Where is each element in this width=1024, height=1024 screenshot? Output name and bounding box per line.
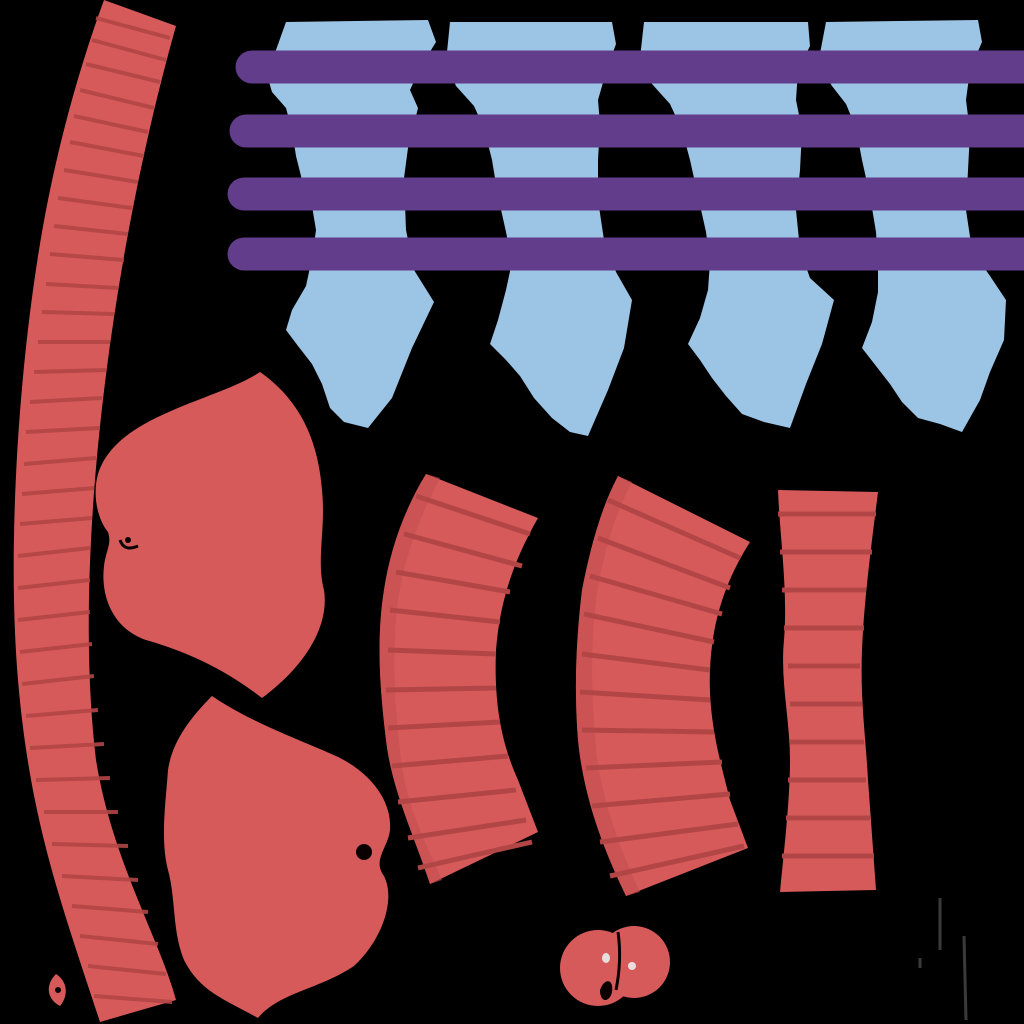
top-cap-panel	[95, 372, 325, 698]
bottom-cap-body	[163, 696, 391, 1018]
top-cap-notch	[118, 539, 139, 550]
cuff-left-ribs	[385, 493, 533, 871]
cuff-right-ribs	[778, 511, 876, 859]
bottom-cap-panel	[163, 696, 391, 1018]
cuff-left-shade	[379, 474, 442, 884]
bottom-cap-hole	[356, 844, 372, 860]
ribbed-cuff-left	[379, 474, 538, 884]
ribbed-cuff-right	[778, 490, 878, 892]
thread-2	[962, 935, 968, 1021]
long-ribbed-strip	[13, 0, 176, 1022]
top-cap-hole	[125, 537, 131, 543]
pom-pom	[560, 926, 670, 1006]
purple-bands	[227, 50, 1024, 271]
pom-pom-eye-1	[602, 953, 610, 963]
pom-pom-eye-2	[628, 962, 636, 970]
top-cap-body	[95, 372, 325, 698]
ribbed-cuff-middle	[575, 476, 750, 896]
pom-pom-hole	[600, 981, 613, 1000]
small-button-hole	[55, 987, 61, 993]
long-strip-ribs	[17, 16, 173, 1004]
cuff-middle-shade	[575, 476, 640, 896]
cuff-middle-ribs	[579, 497, 745, 879]
small-button	[48, 974, 66, 1006]
thin-threads	[918, 898, 968, 1021]
pom-pom-seam	[614, 931, 622, 991]
pom-pom-right	[598, 926, 670, 998]
